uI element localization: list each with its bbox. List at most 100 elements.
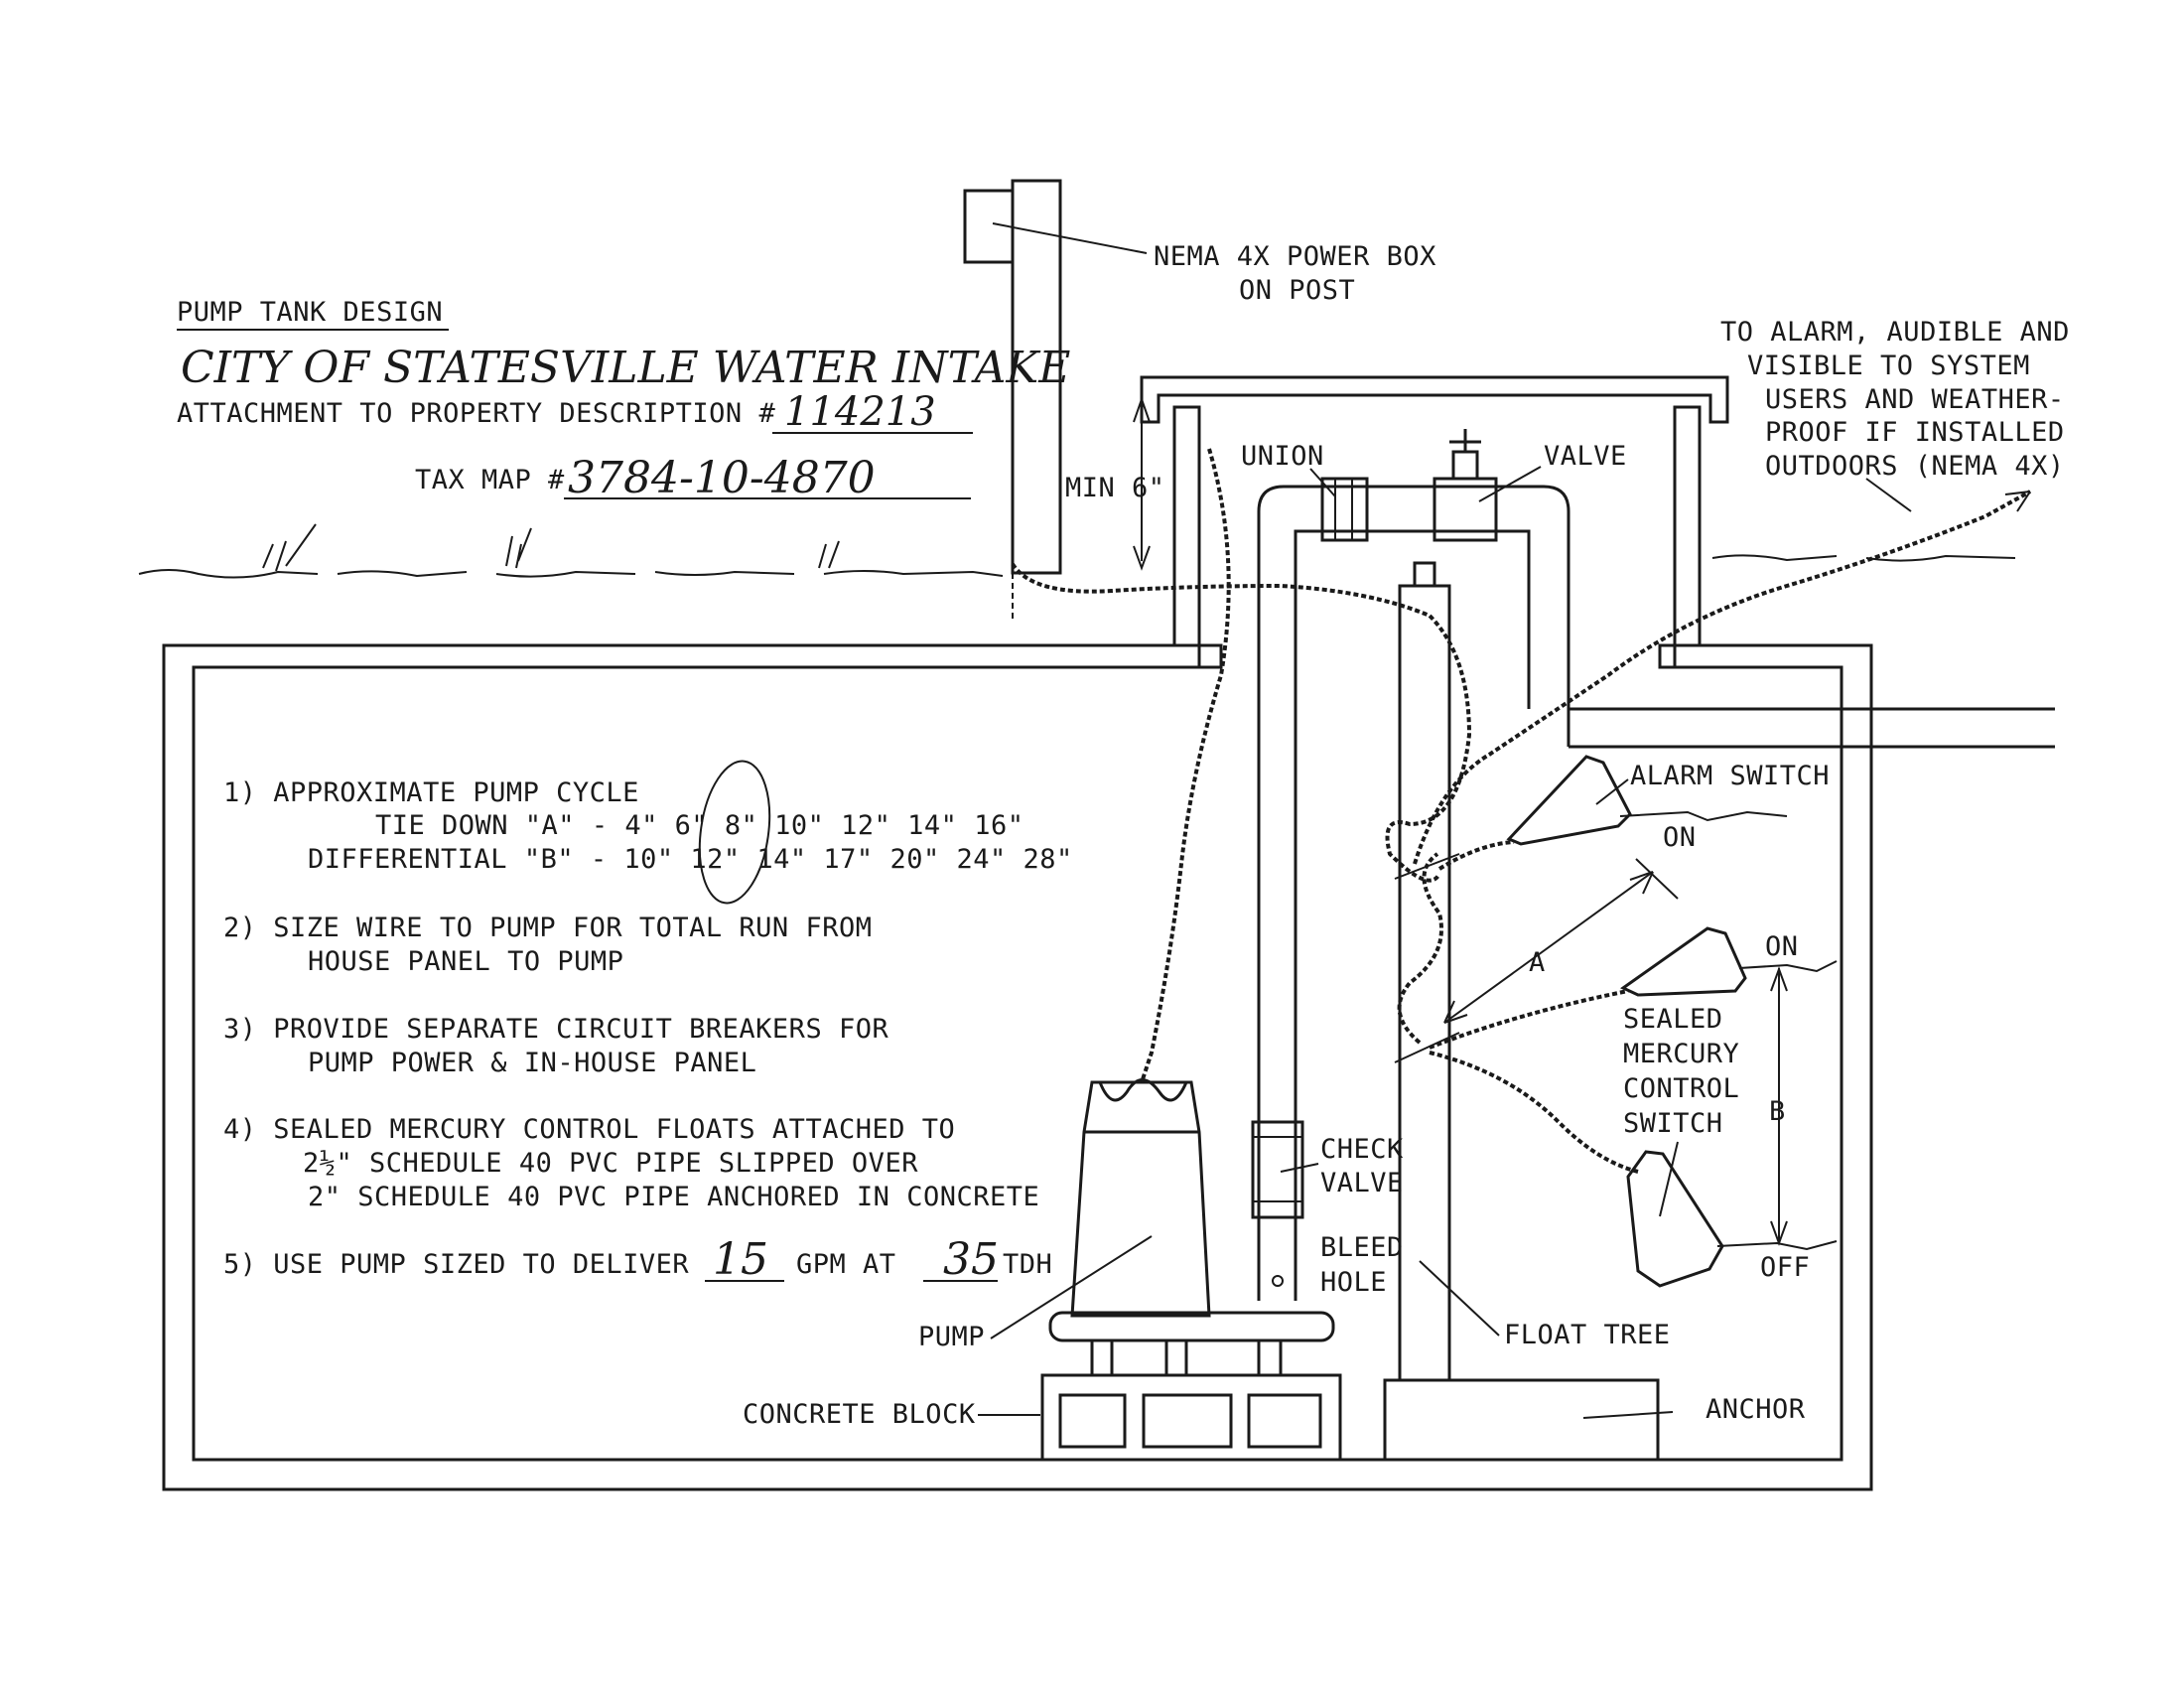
float-clamp-upper: [1394, 853, 1460, 880]
note-4-line-1: 4) SEALED MERCURY CONTROL FLOATS ATTACHE…: [223, 1114, 955, 1145]
off-water-line: [1716, 1240, 1838, 1251]
note-5-gpm-value: 15: [713, 1234, 768, 1285]
ground-line-right: [1711, 554, 2016, 562]
off-label: OFF: [1760, 1252, 1810, 1283]
note-5-mid: GPM AT: [796, 1249, 896, 1280]
dimension-a-line: [1443, 871, 1654, 1024]
control-float-upper: [1620, 926, 1747, 997]
control-float-wire: [1397, 852, 1639, 1174]
power-box-leader: [992, 222, 1148, 254]
anchor-label: ANCHOR: [1706, 1394, 1806, 1425]
check-valve-label-2: VALVE: [1320, 1168, 1404, 1198]
min-6-label: MIN 6": [1065, 473, 1165, 503]
power-box-label-2: ON POST: [1239, 275, 1355, 306]
float-tree-pipe: [1398, 561, 1451, 1380]
note-4-line-2: 2½" SCHEDULE 40 PVC PIPE SLIPPED OVER: [303, 1148, 918, 1179]
pump-leader: [990, 1235, 1153, 1339]
dimension-a-label: A: [1529, 947, 1546, 978]
pump-wire: [1140, 448, 1231, 1083]
control-float-lower: [1626, 1150, 1724, 1288]
anchor-leader: [1582, 1411, 1674, 1419]
union-fitting: [1320, 477, 1369, 542]
pump-body: [1070, 1080, 1211, 1318]
valve-handle: [1449, 429, 1481, 452]
alarm-float-wire: [1437, 840, 1515, 871]
alarm-note-line-4: PROOF IF INSTALLED: [1765, 417, 2065, 448]
dimension-a-tick: [1635, 858, 1679, 900]
on-lower-label: ON: [1765, 931, 1799, 962]
alarm-float: [1506, 755, 1632, 846]
check-valve-label-1: CHECK: [1320, 1134, 1404, 1165]
note-5-tdh-value: 35: [943, 1234, 999, 1285]
power-post: [1011, 179, 1062, 575]
outlet-pipe: [1569, 707, 2055, 749]
power-wire: [1011, 562, 1472, 883]
alarm-wire: [1413, 490, 2031, 865]
sealed-switch-leader: [1659, 1141, 1679, 1217]
concrete-block-cell: [1142, 1393, 1233, 1449]
alarm-water-line: [1619, 810, 1788, 822]
dimension-b-label: B: [1769, 1096, 1786, 1127]
alarm-note-line-3: USERS AND WEATHER-: [1765, 384, 2065, 415]
concrete-block-label: CONCRETE BLOCK: [743, 1399, 976, 1430]
union-leader: [1309, 468, 1336, 497]
grass-tuft-1: [262, 523, 317, 572]
power-box-label-1: NEMA 4X POWER BOX: [1154, 241, 1436, 272]
concrete-block-cell: [1247, 1393, 1322, 1449]
alarm-wire-arrow: [2004, 491, 2031, 512]
pump-base: [1048, 1311, 1335, 1342]
alarm-note-line-2: VISIBLE TO SYSTEM: [1747, 351, 2030, 381]
property-number: 114213: [784, 389, 936, 435]
concrete-block: [1040, 1373, 1342, 1462]
alarm-switch-leader: [1595, 778, 1629, 805]
drawing-title: PUMP TANK DESIGN: [177, 297, 443, 328]
note-2-line-1: 2) SIZE WIRE TO PUMP FOR TOTAL RUN FROM: [223, 913, 872, 943]
note-1-differential: DIFFERENTIAL "B" - 10" 12" 14" 17" 20" 2…: [308, 844, 1073, 875]
sealed-switch-label-1: SEALED: [1623, 1004, 1723, 1035]
tax-map-label: TAX MAP #: [415, 465, 565, 495]
alarm-note-line-5: OUTDOORS (NEMA 4X): [1765, 451, 2065, 482]
project-name: CITY OF STATESVILLE WATER INTAKE: [181, 343, 1070, 393]
dimension-a-arrows: [1443, 871, 1654, 1024]
grass-tuft-2: [505, 527, 532, 569]
valve-leader: [1478, 466, 1542, 502]
dimension-b-arrows: [1770, 966, 1788, 1246]
note-1: 1) APPROXIMATE PUMP CYCLE: [223, 777, 639, 808]
tank-outer-wall: [162, 643, 1873, 1491]
sealed-switch-label-4: SWITCH: [1623, 1108, 1723, 1139]
tank-riser: [1172, 405, 1702, 667]
alarm-note-line-1: TO ALARM, AUDIBLE AND: [1720, 317, 2070, 348]
ground-line-left: [138, 569, 1004, 579]
note-3-line-2: PUMP POWER & IN-HOUSE PANEL: [308, 1048, 756, 1078]
float-tree-label: FLOAT TREE: [1504, 1320, 1671, 1350]
on-water-line: [1738, 960, 1838, 973]
note-5-suffix: TDH: [1003, 1249, 1052, 1280]
bleed-hole: [1272, 1275, 1284, 1287]
on-upper-label: ON: [1663, 822, 1697, 853]
note-5-prefix: 5) USE PUMP SIZED TO DELIVER: [223, 1249, 689, 1280]
sealed-switch-label-2: MERCURY: [1623, 1039, 1739, 1069]
pump-legs: [1090, 1340, 1283, 1375]
discharge-pipe: [1257, 485, 1570, 1301]
pump-handle: [1098, 1078, 1188, 1102]
anchor-block: [1383, 1378, 1660, 1462]
bleed-hole-label-2: HOLE: [1320, 1267, 1387, 1298]
valve-label: VALVE: [1544, 441, 1627, 472]
valve-stem: [1451, 450, 1479, 481]
sealed-switch-label-3: CONTROL: [1623, 1073, 1739, 1104]
float-tree-leader: [1419, 1260, 1500, 1337]
union-label: UNION: [1241, 441, 1324, 472]
attachment-label: ATTACHMENT TO PROPERTY DESCRIPTION #: [177, 398, 775, 429]
bleed-hole-label-1: BLEED: [1320, 1232, 1404, 1263]
alarm-note-leader: [1865, 478, 1912, 512]
riser-lid: [1140, 375, 1729, 424]
check-valve: [1251, 1120, 1304, 1219]
min-dimension-arrows: [1133, 395, 1151, 571]
note-2-line-2: HOUSE PANEL TO PUMP: [308, 946, 623, 977]
check-valve-leader: [1280, 1163, 1319, 1173]
grass-tuft-3: [818, 540, 840, 569]
tax-map-number: 3784-10-4870: [568, 453, 876, 503]
note-4-line-3: 2" SCHEDULE 40 PVC PIPE ANCHORED IN CONC…: [308, 1182, 1039, 1212]
